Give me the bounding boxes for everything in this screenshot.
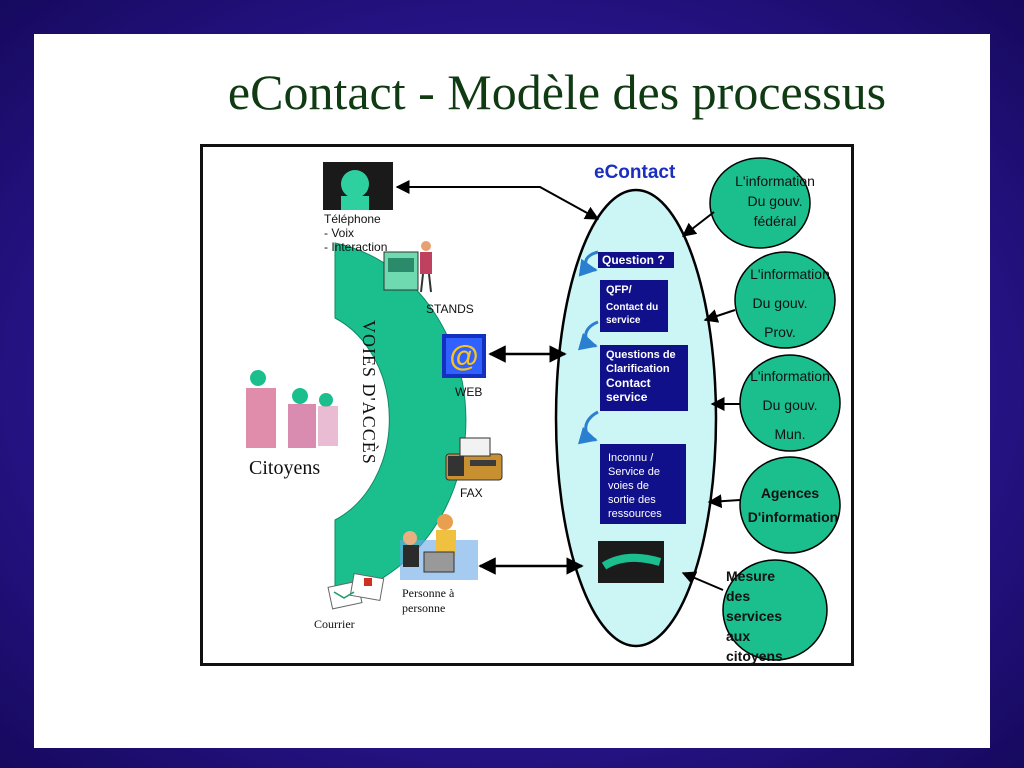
clarification-line-1: Questions de [606,349,676,361]
measure-line-4: aux [726,628,751,644]
clarification-line-2: Clarification [606,363,670,375]
municipal-line-3: Mun. [774,426,806,442]
arrow-provincial [703,309,736,323]
clarification-line-4: service [606,390,648,404]
access-band-label: VOIES D'ACCÈS [359,320,379,465]
stands-icon [383,241,432,293]
clarification-line-3: Contact [606,376,651,390]
federal-line-2: Du gouv. [747,193,803,209]
qfp-box: QFP/ Contact du service [600,280,668,332]
telephone-interaction: - Interaction [324,240,388,254]
unknown-line-1: Inconnu / [608,452,654,464]
svg-text:@: @ [449,340,478,373]
citizens-photo [240,370,340,450]
telephone-label: Téléphone - Voix - Interaction [324,212,387,254]
agencies-line-2: D'information [747,509,839,525]
fax-label: FAX [460,486,483,500]
arrow-measure [681,571,724,591]
agencies-line-1: Agences [760,485,820,501]
econtact-ellipse [554,188,718,648]
measure-line-1: Mesure [726,568,776,584]
econtact-label: eContact [594,162,676,183]
unknown-line-5: ressources [608,508,662,520]
provincial-line-3: Prov. [764,324,796,340]
municipal-line-2: Du gouv. [762,397,818,413]
circle-provincial [734,251,836,349]
provincial-line-1: L'information [750,266,830,282]
slide-title: eContact - Modèle des processus [227,64,887,120]
federal-line-1: L'information [735,173,815,189]
mail-icon [327,572,385,610]
qfp-line-3: service [606,315,641,326]
arrow-telephone [395,180,600,220]
step-arrow-1 [578,250,599,277]
measure-line-2: des [726,588,751,604]
clarification-box: Questions de Clarification Contact servi… [600,345,688,411]
provincial-line-2: Du gouv. [752,295,808,311]
web-icon: @ [442,334,486,378]
fax-icon [445,437,503,481]
municipal-line-1: L'information [750,368,830,384]
measure-line-5: citoyens [726,648,783,664]
unknown-box: Inconnu / Service de voies de sortie des… [600,444,686,524]
telephone-photo [323,162,393,210]
mail-label: Courrier [314,617,355,631]
qfp-line-2: Contact du [606,302,659,313]
municipal-text: L'information Du gouv. Mun. [735,362,845,449]
arrow-federal [681,211,715,237]
measure-line-3: services [726,608,783,624]
person-line-2: personne [402,601,446,615]
question-box: Question ? [598,252,674,268]
arrow-agencies [707,494,741,509]
person-icon [400,514,478,580]
circle-measure [722,559,828,661]
citizens-label: Citoyens [249,457,321,479]
step-arrow-2 [577,320,599,351]
unknown-line-3: voies de [608,480,649,492]
telephone-voice: - Voix [324,226,355,240]
telephone-title: Téléphone [324,212,381,226]
person-line-1: Personne à [402,586,455,600]
unknown-line-2: Service de [608,466,660,478]
step-arrow-3 [577,410,599,445]
provincial-text: L'information Du gouv. Prov. [735,260,845,347]
qfp-line-1: QFP/ [606,284,632,296]
web-label: WEB [455,385,483,399]
federal-line-3: fédéral [753,213,797,229]
access-band [334,242,467,598]
circle-agencies [739,456,841,554]
stands-label: STANDS [426,302,474,316]
federal-text: L'information Du gouv. fédéral [720,171,830,231]
agencies-text: Agences D'information [738,481,848,529]
unknown-line-4: sortie des [608,494,656,506]
circle-federal [709,157,811,249]
measure-text: Mesure des services aux citoyens [726,566,806,666]
handshake-image [598,541,664,583]
person-label: Personne à personne [402,586,454,616]
